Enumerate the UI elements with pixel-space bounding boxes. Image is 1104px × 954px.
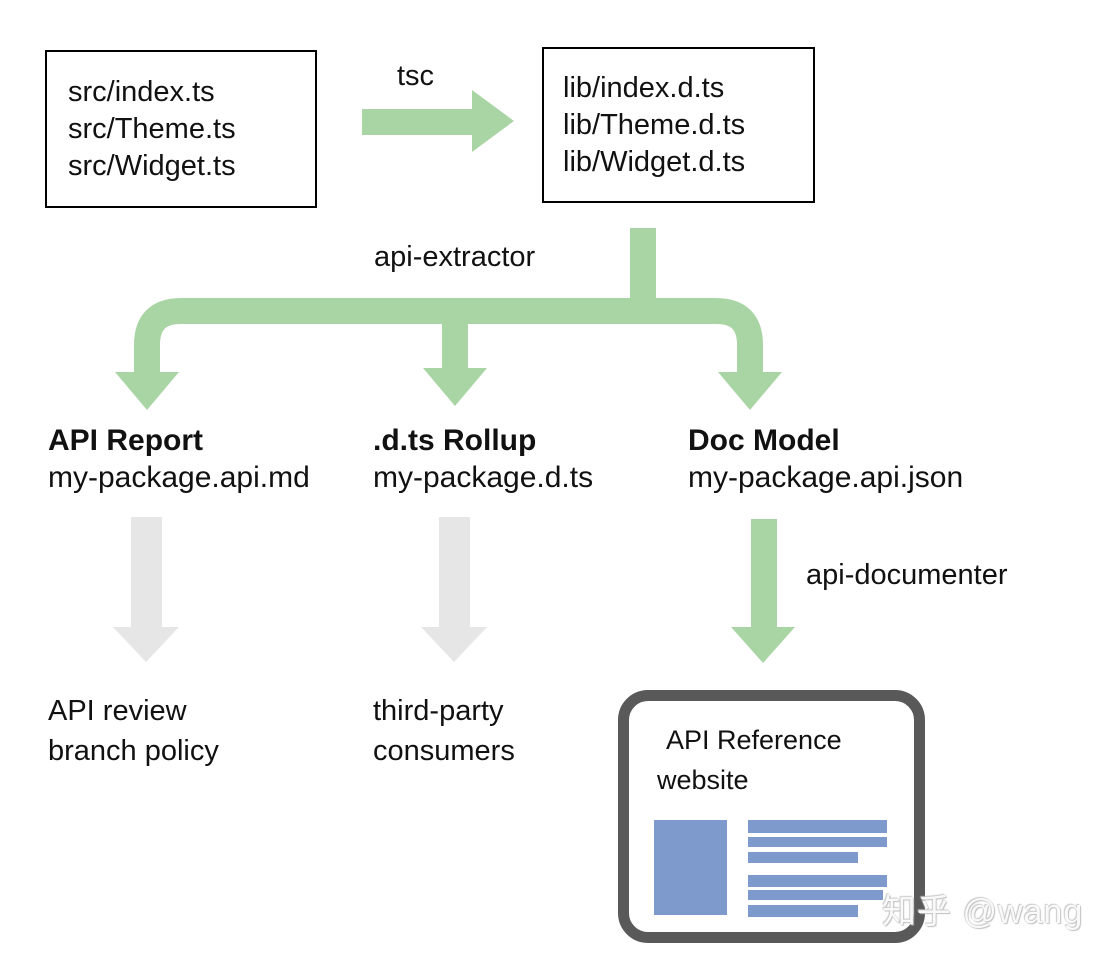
- api-report-gray-arrow-body: [131, 517, 162, 630]
- api-extractor-feeder-bar: [630, 228, 656, 306]
- lib-file-line: lib/index.d.ts: [563, 71, 725, 104]
- webpage-text-bar: [748, 852, 858, 863]
- consumer-line: consumers: [373, 735, 515, 767]
- dts-rollup-consumer: third-party consumers: [373, 691, 515, 771]
- branch-middle-arrow-head: [423, 368, 487, 406]
- api-extractor-label: api-extractor: [374, 241, 536, 273]
- tsc-arrow-body: [362, 109, 472, 135]
- webpage-text-bar: [748, 875, 887, 887]
- doc-model-filename: my-package.api.json: [688, 461, 964, 494]
- source-file-line: src/Theme.ts: [68, 112, 236, 145]
- webpage-text-bar: [748, 820, 887, 833]
- branch-left-arrow-head: [115, 372, 179, 410]
- webpage-text-bar: [748, 837, 887, 847]
- lib-files-box: lib/index.d.ts lib/Theme.d.ts lib/Widget…: [542, 47, 815, 203]
- consumer-line: API review: [48, 695, 187, 727]
- api-report-title: API Report: [48, 424, 204, 457]
- doc-model-title: Doc Model: [688, 424, 840, 457]
- lib-file-line: lib/Widget.d.ts: [563, 145, 746, 178]
- source-file-line: src/Widget.ts: [68, 149, 236, 182]
- api-report-filename: my-package.api.md: [48, 461, 310, 494]
- consumer-line: branch policy: [48, 735, 219, 767]
- website-title-line1: API Reference: [666, 725, 842, 755]
- website-title-line2: website: [657, 765, 749, 795]
- lib-file-line: lib/Theme.d.ts: [563, 108, 746, 141]
- dts-rollup-filename: my-package.d.ts: [373, 461, 594, 494]
- rollup-gray-arrow-body: [439, 517, 470, 630]
- dts-rollup-title: .d.ts Rollup: [373, 424, 537, 457]
- consumer-line: third-party: [373, 695, 504, 727]
- api-documenter-label: api-documenter: [806, 559, 1008, 591]
- rollup-gray-arrow-head: [421, 627, 487, 662]
- zhihu-watermark: 知乎 @wang: [882, 893, 1084, 931]
- source-file-line: src/index.ts: [68, 75, 215, 108]
- api-report-consumer: API review branch policy: [48, 691, 219, 771]
- branch-middle-stem: [442, 311, 468, 374]
- branch-right-arrow-head: [718, 372, 782, 410]
- tsc-label: tsc: [397, 60, 435, 92]
- webpage-text-bar: [748, 890, 883, 900]
- webpage-sidebar-block: [654, 820, 727, 915]
- api-documenter-arrow-head: [731, 627, 795, 663]
- api-report-gray-arrow-head: [113, 627, 179, 662]
- webpage-text-bar: [748, 905, 858, 917]
- tsc-arrow-head: [472, 90, 514, 152]
- api-documenter-arrow-body: [751, 519, 777, 630]
- source-files-box: src/index.ts src/Theme.ts src/Widget.ts: [45, 50, 317, 208]
- api-extractor-branch-bar: [134, 298, 763, 376]
